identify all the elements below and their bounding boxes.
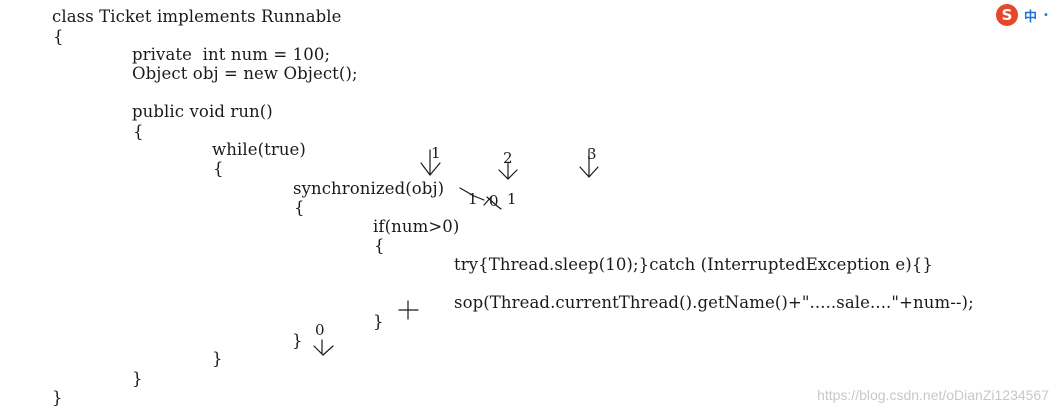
flag-value-mid: 0 [489, 192, 499, 210]
thread3-arrow-icon [579, 149, 599, 178]
code-brace-sync-open: { [294, 198, 305, 217]
code-line-try-sleep: try{Thread.sleep(10);}catch (Interrupted… [454, 255, 933, 274]
flag-value-old: 1 [468, 190, 478, 208]
code-brace-sync-close: } [292, 331, 303, 350]
code-brace-class-close: } [52, 388, 63, 407]
code-line-if: if(num>0) [373, 217, 460, 236]
code-brace-class-open: { [53, 27, 64, 46]
cross-marker-icon [398, 300, 419, 320]
code-line-while: while(true) [212, 140, 306, 159]
code-brace-if-close: } [373, 312, 384, 331]
punctuation-dot-icon[interactable]: • [1043, 9, 1049, 21]
code-brace-run-open: { [133, 122, 144, 141]
ime-indicator[interactable]: S 中 • [996, 2, 1059, 28]
code-brace-run-close: } [132, 369, 143, 388]
watermark: https://blog.csdn.net/oDianZi1234567 [817, 387, 1049, 403]
thread1-label: 1 [431, 144, 441, 162]
code-line-field-num: private int num = 100; [132, 45, 331, 64]
code-line-synchronized: synchronized(obj) [293, 179, 445, 198]
flag-strike-mark [459, 187, 502, 210]
thread1-arrow-icon [420, 149, 441, 176]
thread2-arrow-icon [498, 162, 518, 180]
sogou-logo-icon: S [996, 4, 1018, 26]
code-line-field-obj: Object obj = new Object(); [132, 64, 358, 83]
exit-arrow-icon [313, 339, 334, 356]
thread3-label: 3 [587, 145, 597, 163]
thread2-label: 2 [503, 149, 513, 167]
code-line-run-decl: public void run() [132, 102, 273, 121]
code-brace-if-open: { [374, 236, 385, 255]
code-brace-while-close: } [212, 349, 223, 368]
code-line-class-decl: class Ticket implements Runnable [52, 7, 342, 26]
exit-marker-label: 0 [315, 321, 325, 339]
code-brace-while-open: { [213, 159, 224, 178]
code-line-sop: sop(Thread.currentThread().getName()+"..… [454, 293, 974, 312]
flag-value-new: 1 [507, 190, 517, 208]
ime-mode-label[interactable]: 中 [1024, 9, 1038, 25]
